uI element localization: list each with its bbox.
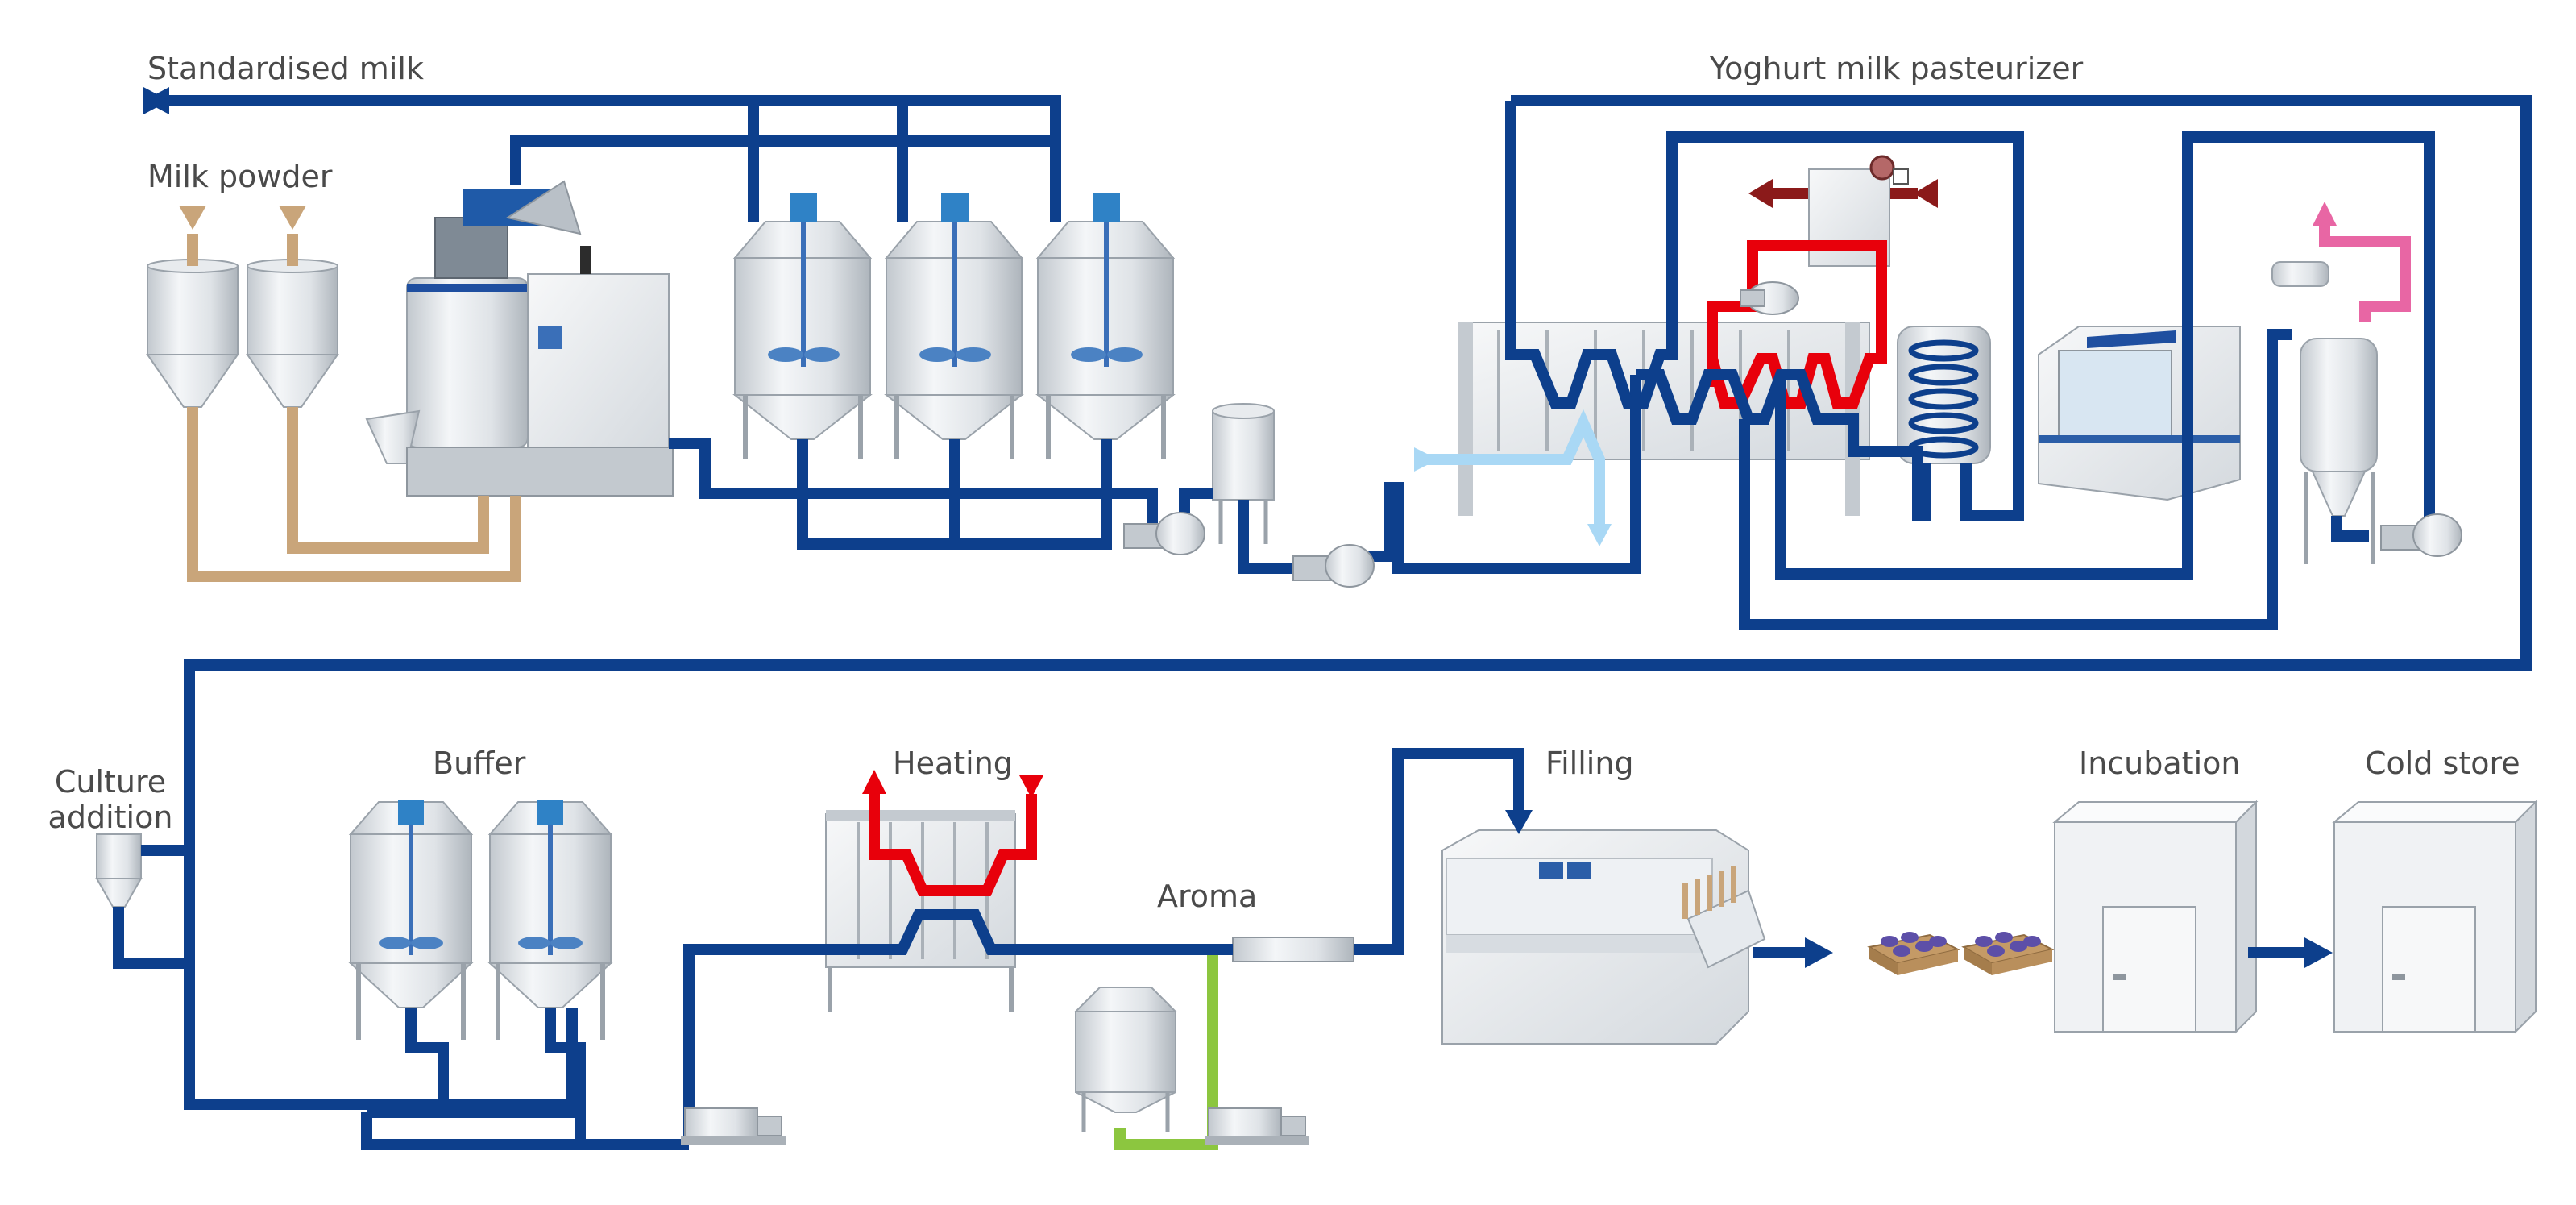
aroma-label: Aroma bbox=[1157, 879, 1258, 914]
buffer-label: Buffer bbox=[433, 746, 526, 781]
pump-3 bbox=[2380, 513, 2462, 557]
milk-powder-inlet-arrow-1 bbox=[179, 206, 206, 230]
heating-label: Heating bbox=[893, 746, 1013, 781]
culture-dosing-funnel bbox=[95, 833, 143, 908]
incubation-room bbox=[2052, 800, 2259, 1034]
deaerator bbox=[2271, 261, 2378, 564]
pump-2 bbox=[1292, 544, 1375, 588]
standardised-milk-outlet-head bbox=[143, 87, 169, 114]
culture-label-line-2: addition bbox=[48, 800, 173, 835]
incubation-label: Incubation bbox=[2079, 746, 2241, 781]
filling-inlet-arrow bbox=[1505, 810, 1533, 834]
standardisation-tank-2 bbox=[884, 193, 1024, 459]
culture-label-line-1: Culture bbox=[54, 764, 167, 800]
pasteurizer-label: Yoghurt milk pasteurizer bbox=[1710, 51, 2084, 86]
yoghurt-cups-tray-1 bbox=[1867, 932, 1960, 975]
standardised-milk-label: Standardised milk bbox=[147, 51, 424, 86]
milk-powder-inlet-arrow-2 bbox=[279, 206, 306, 230]
filling-label: Filling bbox=[1545, 746, 1634, 781]
balance-tank bbox=[1212, 403, 1275, 544]
hot-water-pump bbox=[1740, 281, 1799, 315]
heating-hot-water-out-arrow bbox=[862, 770, 886, 794]
cooling-water-line bbox=[1426, 409, 1605, 524]
milk-powder-label: Milk powder bbox=[147, 159, 333, 194]
mixing-unit bbox=[365, 180, 674, 497]
standardisation-tank-1 bbox=[732, 193, 873, 459]
deaerator-vent-line bbox=[2319, 226, 2411, 322]
incubation-outlet-arrow bbox=[2304, 937, 2333, 968]
cooling-water-outlet-arrow bbox=[1587, 524, 1612, 546]
cold-store-label: Cold store bbox=[2365, 746, 2520, 781]
cooling-water-inlet-arrow bbox=[1414, 447, 1438, 472]
milk-powder-lines bbox=[187, 234, 521, 582]
pump-4 bbox=[681, 1107, 786, 1145]
buffer-tank-1 bbox=[348, 800, 474, 1040]
steam-right-arrow bbox=[1914, 179, 1938, 208]
steam-left-arrow bbox=[1748, 179, 1773, 208]
aroma-dosing-line bbox=[1114, 949, 1218, 1150]
culture-addition-label: Culture addition bbox=[42, 764, 179, 835]
pump-1 bbox=[1123, 512, 1205, 555]
milk-powder-hopper-1 bbox=[146, 259, 239, 408]
milk-powder-hopper-2 bbox=[246, 259, 339, 408]
holding-coil bbox=[1897, 326, 1991, 464]
cold-store-room bbox=[2332, 800, 2538, 1034]
aroma-inline-mixer bbox=[1232, 937, 1354, 962]
yoghurt-cups-tray-2 bbox=[1961, 932, 2055, 975]
buffer-tank-2 bbox=[487, 800, 613, 1040]
filling-outlet-arrow bbox=[1805, 937, 1833, 968]
homogenizer bbox=[2038, 326, 2241, 501]
hot-water-circuit-pasteurizer bbox=[1707, 240, 1887, 409]
heating-hot-water-circuit bbox=[869, 794, 1037, 896]
product-lines bbox=[113, 95, 2532, 1150]
heating-hot-water-in-arrow bbox=[1019, 775, 1043, 798]
vent-arrow bbox=[2313, 202, 2337, 226]
standardisation-tank-3 bbox=[1035, 193, 1176, 459]
aroma-tank bbox=[1073, 987, 1178, 1132]
pump-5 bbox=[1205, 1107, 1309, 1145]
filling-machine bbox=[1441, 829, 1766, 1045]
